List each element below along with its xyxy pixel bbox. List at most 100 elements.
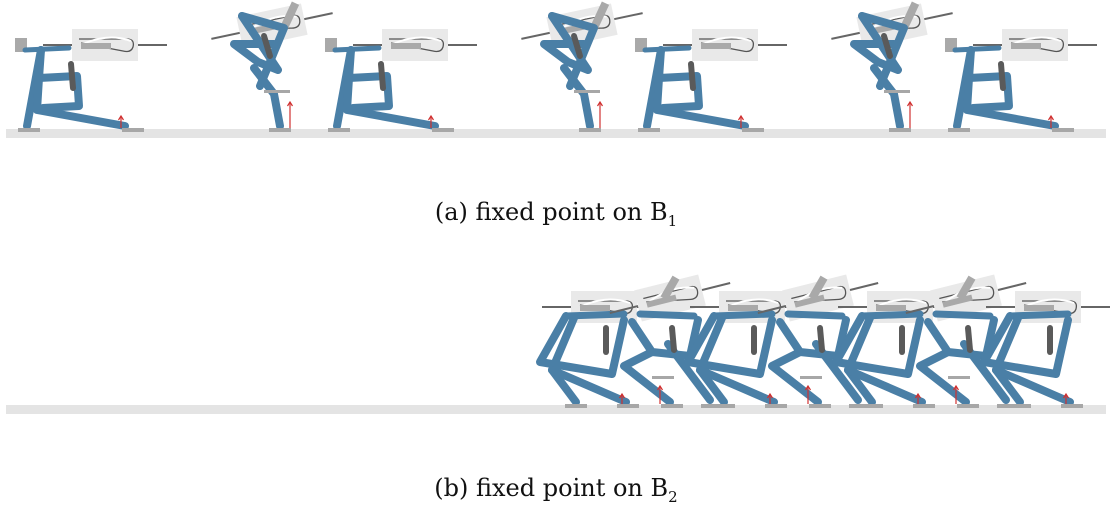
spring <box>688 61 696 91</box>
robot-link <box>832 312 924 378</box>
mass-block <box>808 275 828 301</box>
robot-link <box>953 46 975 130</box>
foot-pad <box>948 376 970 379</box>
foot-pad <box>432 128 454 132</box>
robot-snapshot-b <box>832 291 962 408</box>
robot-link <box>916 348 970 406</box>
foot-pad <box>809 404 831 408</box>
robot-snapshot-a <box>211 1 333 132</box>
robot-link <box>333 46 355 130</box>
cam-highlight <box>84 36 132 44</box>
spring <box>669 325 677 353</box>
robot-link <box>628 316 702 360</box>
cam-highlight <box>704 36 752 44</box>
cam-highlight <box>879 298 927 306</box>
force-arrow-head <box>804 384 812 391</box>
panel-b <box>6 274 1110 414</box>
robot-link <box>768 348 822 406</box>
robot-link <box>812 340 862 404</box>
foot-pad <box>1052 128 1074 132</box>
caption-a-subscript: 1 <box>667 211 678 230</box>
robot-link <box>960 340 1010 404</box>
slider-block <box>942 294 973 308</box>
robot-link <box>664 340 714 404</box>
robot-link <box>844 366 926 406</box>
foot-pad <box>122 128 144 132</box>
robot-link <box>696 366 778 406</box>
motor-housing <box>757 274 879 322</box>
mass-block <box>280 1 300 29</box>
force-arrow-head <box>117 114 125 121</box>
robot-link <box>23 46 45 130</box>
cam-highlight <box>731 298 779 306</box>
robot-snapshot-a <box>635 29 787 132</box>
robot-link <box>22 45 72 53</box>
motor-housing <box>973 29 1097 61</box>
slider-block <box>81 43 111 49</box>
caption-b-subscript: 2 <box>668 487 678 506</box>
foot-pad <box>913 404 935 408</box>
spring <box>68 61 76 91</box>
robot-snapshot-a <box>15 29 167 132</box>
robot-sequence-b <box>536 274 1110 408</box>
caption-a-text: (a) fixed point on B <box>434 198 668 226</box>
foot-pad <box>800 376 822 379</box>
slider-block <box>728 305 758 311</box>
force-arrow-head <box>914 392 922 399</box>
robot-link <box>776 316 850 360</box>
foot-pad <box>652 376 674 379</box>
slider-block <box>646 294 677 308</box>
force-arrow-head <box>427 114 435 121</box>
robot-link <box>924 316 998 360</box>
force-arrow-head <box>286 100 294 107</box>
foot-pad <box>18 128 40 132</box>
robot-link <box>642 45 692 53</box>
slider-block <box>876 305 906 311</box>
cam-outline <box>643 285 699 303</box>
foot-pad <box>861 404 883 408</box>
force-arrow-head <box>906 100 914 107</box>
foot-pad <box>574 90 600 93</box>
slider-block <box>1011 43 1041 49</box>
foot-pad <box>264 90 290 93</box>
foot-pad <box>765 404 787 408</box>
robot-snapshot-b <box>905 274 1027 408</box>
robot-link <box>343 74 439 130</box>
robot-link <box>963 74 1059 130</box>
cam-highlight <box>394 36 442 44</box>
robot-link <box>952 45 1002 53</box>
foot-pad <box>638 128 660 132</box>
robot-link <box>643 46 665 130</box>
robot-link <box>33 74 129 130</box>
robot-link <box>980 312 1072 378</box>
robot-link <box>784 310 846 320</box>
mass-block <box>590 1 610 29</box>
cam-highlight <box>1014 36 1062 44</box>
cam-highlight <box>583 298 631 306</box>
spring <box>571 33 583 59</box>
cam-outline <box>245 14 301 30</box>
robot-link <box>620 348 674 406</box>
foot-pad <box>617 404 639 408</box>
cam-outline <box>1009 38 1065 53</box>
robot-snapshot-a <box>521 1 643 132</box>
robot-snapshot-a <box>325 29 477 132</box>
foot-pad <box>884 90 910 93</box>
motor-housing <box>353 29 477 61</box>
foot-pad <box>1061 404 1083 408</box>
robot-snapshot-b <box>980 291 1110 408</box>
foot-pad <box>713 404 735 408</box>
mass-block <box>660 275 680 301</box>
robot-link <box>536 312 628 378</box>
robot-link <box>684 312 776 378</box>
spring <box>261 33 273 59</box>
motor-housing <box>663 29 787 61</box>
mass-block <box>900 1 920 29</box>
robot-snapshot-b <box>609 274 731 408</box>
robot-link <box>332 45 382 53</box>
foot-pad <box>269 128 291 132</box>
robot-sequence-a <box>15 1 1097 132</box>
slider-block <box>391 43 421 49</box>
robot-link <box>636 310 698 320</box>
force-arrow-head <box>1047 114 1055 121</box>
